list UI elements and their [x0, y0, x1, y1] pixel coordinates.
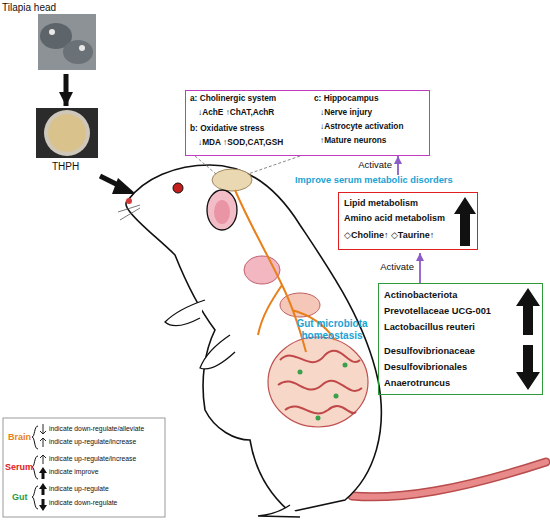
legend-frame	[3, 418, 165, 517]
mouse-nose	[126, 198, 132, 204]
legend-brace	[32, 486, 38, 509]
gut-microbiota-box: ActinobacteriotaPrevotellaceae UCG-001La…	[378, 283, 543, 395]
powder-photo	[36, 108, 98, 158]
mouse-paw	[165, 300, 205, 325]
node-text: Tilapia head	[2, 2, 56, 14]
node-text: ↑Mature neurons	[320, 136, 386, 146]
mouse-foot	[258, 505, 300, 517]
fish-eye	[49, 29, 55, 35]
feed-arrow-head	[112, 178, 136, 194]
node-text: THPH	[52, 161, 79, 173]
leader-line	[195, 156, 300, 174]
mouse-tail	[352, 462, 546, 497]
box-heading: Improve serum metabolic disorders	[295, 175, 453, 186]
node-text: b: Oxidative stress	[190, 124, 264, 134]
fish-photo	[38, 14, 96, 70]
serum-frame: Lipid metabolismAmino acid metabolism ◇Ch…	[338, 192, 478, 250]
node-text: Anaerotruncus	[384, 378, 450, 389]
node-text: Actinobacteriota	[384, 290, 457, 301]
node-text: Desulfovibrionaceae	[384, 346, 475, 357]
fish-eye	[79, 45, 85, 51]
serum-box: Lipid metabolismAmino acid metabolism ◇Ch…	[295, 175, 480, 253]
mouse-brain	[212, 169, 252, 191]
node-text: Prevotellaceae UCG-001	[384, 306, 491, 317]
down-arrow	[516, 345, 540, 390]
up-arrow	[516, 288, 540, 335]
legend-bold-up	[39, 483, 47, 495]
source-photo: Tilapia head	[2, 2, 100, 74]
legend-thin-up	[40, 438, 46, 447]
connector-arrow	[419, 253, 421, 283]
legend-bold-up	[39, 467, 47, 479]
node-text: ↓Astrocyte activation	[320, 122, 403, 132]
node-text: Lactobacillus reuteri	[384, 322, 475, 333]
legend-text: indicate up-regulate/increase	[49, 455, 136, 463]
powder	[48, 114, 86, 152]
legend-group: Brain	[8, 432, 31, 442]
node-text: Amino acid metabolism	[344, 213, 445, 223]
legend-text: indicate up-regulate	[49, 485, 109, 493]
connector-arrow	[397, 156, 399, 175]
product-photo: THPH	[34, 106, 100, 178]
node-text: c: Hippocampus	[314, 94, 379, 104]
legend-text: indicate down-regulate	[49, 499, 117, 507]
legend-bold-down	[39, 499, 47, 511]
legend-text: indicate up-regulate/increase	[49, 438, 136, 446]
mouse-paw	[200, 335, 235, 369]
mouse-eye	[173, 183, 183, 193]
microbe-dot	[334, 394, 339, 399]
brain-effects-box: a: Cholinergic system ↓AchE ↑ChAT,AchR b: …	[185, 90, 430, 156]
mouse-ear	[207, 190, 237, 230]
intestine	[268, 337, 368, 427]
node-text: ↓Nerve injury	[320, 108, 372, 118]
connector-arrow	[64, 74, 69, 106]
legend-group: Serum	[5, 462, 33, 472]
legend-group: Gut	[12, 492, 28, 502]
legend-thin-up	[40, 455, 46, 464]
microbe-dot	[316, 416, 321, 421]
node-text: Desulfovibrionales	[384, 362, 467, 373]
edge-label: Activate	[340, 160, 392, 171]
legend-text: indicate improve	[49, 468, 99, 476]
edge-label: Activate	[362, 262, 414, 273]
node-text: ◇Choline↑ ◇Taurine↑	[344, 230, 434, 240]
microbe-dot	[343, 363, 348, 368]
fish-head	[63, 40, 93, 64]
node-text: ↓MDA ↑SOD,CAT,GSH	[198, 138, 283, 148]
node-text: a: Cholinergic system	[190, 94, 276, 104]
legend-thin-down	[40, 424, 46, 434]
legend-text: indicate down-regulate/alleviate	[49, 425, 144, 433]
mouse-whisker	[118, 205, 140, 220]
intestine-loop	[278, 351, 362, 414]
petri-dish	[44, 110, 90, 156]
node-text: Lipid metabolism	[344, 198, 418, 208]
up-arrow	[454, 197, 476, 246]
microbe-dot	[298, 370, 303, 375]
mouse-ear-inner	[214, 200, 230, 224]
mouse-tail	[352, 462, 546, 497]
legend-brace	[32, 426, 38, 449]
section-heading: Gut microbiota homeostasis	[286, 318, 378, 341]
node-text: ↓AchE ↑ChAT,AchR	[198, 108, 274, 118]
